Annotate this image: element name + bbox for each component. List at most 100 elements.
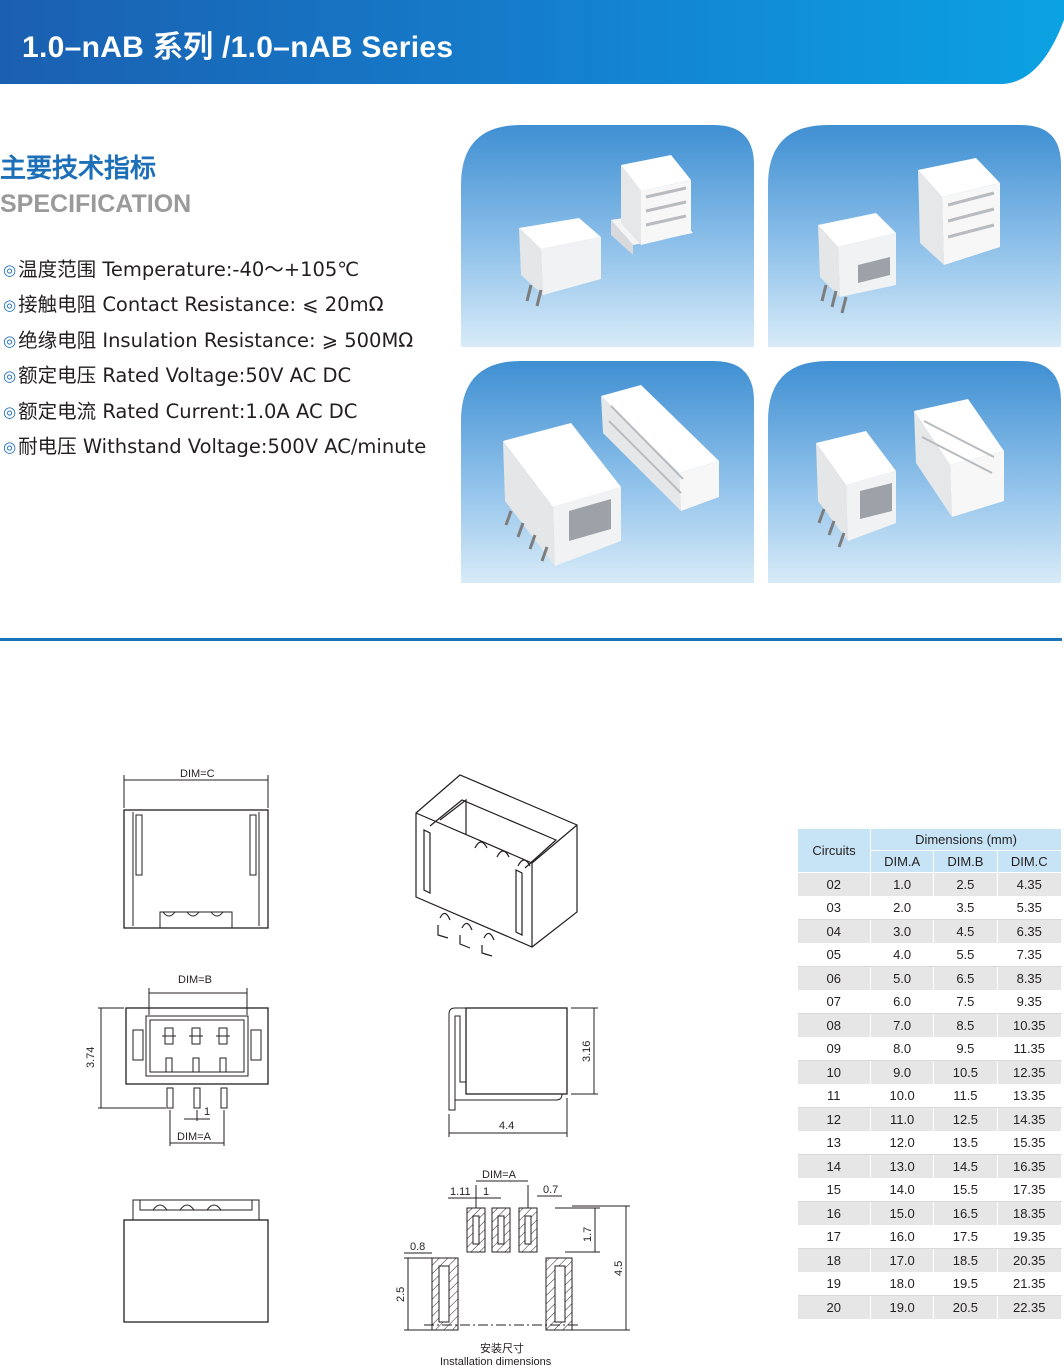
cell-dim-a: 5.0 — [870, 966, 935, 991]
install-1: 1 — [483, 1186, 489, 1198]
bottom-view — [123, 1199, 269, 1323]
cell-dim-b: 9.5 — [933, 1037, 998, 1061]
spec-item-cn: 耐电压 — [18, 434, 77, 458]
dim-3-74-label: 3.74 — [85, 1047, 97, 1068]
cell-dim-a: 18.0 — [870, 1272, 935, 1296]
install-caption-en: Installation dimensions — [440, 1356, 552, 1367]
cell-dim-b: 5.5 — [933, 943, 998, 967]
cell-dim-c: 15.35 — [997, 1131, 1062, 1155]
double-circle-icon: ◎ — [3, 437, 17, 456]
cell-dim-a: 9.0 — [870, 1060, 935, 1085]
cell-dim-b: 8.5 — [933, 1013, 998, 1038]
cell-circuits: 07 — [797, 990, 871, 1014]
cell-circuits: 13 — [797, 1131, 871, 1155]
cell-dim-c: 9.35 — [997, 990, 1062, 1014]
spec-item-cn: 额定电流 — [18, 399, 97, 423]
cell-dim-a: 19.0 — [870, 1295, 935, 1320]
cell-circuits: 08 — [797, 1013, 871, 1038]
cell-dim-b: 15.5 — [933, 1178, 998, 1202]
cell-dim-c: 21.35 — [997, 1272, 1062, 1296]
cell-dim-c: 8.35 — [997, 966, 1062, 991]
spec-item: ◎耐电压 Withstand Voltage:500V AC/minute — [3, 433, 426, 468]
page-title: 1.0–nAB 系列 /1.0–nAB Series — [22, 31, 454, 64]
cell-dim-c: 14.35 — [997, 1107, 1062, 1132]
install-0-7: 0.7 — [543, 1184, 558, 1196]
installation-view: DIM=A 1.11 1 0.7 1.7 4.5 0.8 2.5 安装尺寸 In… — [395, 1169, 630, 1367]
cell-dim-c: 22.35 — [997, 1295, 1062, 1320]
cell-dim-c: 4.35 — [997, 872, 1062, 897]
spec-item: ◎温度范围 Temperature:-40～+105℃ — [3, 256, 426, 291]
top-view: DIM=B 3.74 1 DIM=A — [85, 974, 269, 1146]
cell-dim-b: 10.5 — [933, 1060, 998, 1085]
cell-dim-b: 20.5 — [933, 1295, 998, 1320]
double-circle-icon: ◎ — [3, 296, 17, 315]
cell-circuits: 02 — [797, 872, 871, 897]
cell-circuits: 12 — [797, 1107, 871, 1132]
section-divider — [0, 638, 1062, 641]
spec-item-cn: 接触电阻 — [18, 293, 97, 317]
double-circle-icon: ◎ — [3, 331, 17, 350]
product-photo-2 — [768, 125, 1061, 347]
spec-item: ◎接触电阻 Contact Resistance: ⩽ 20mΩ — [3, 291, 426, 326]
cell-circuits: 04 — [797, 919, 871, 944]
spec-item: ◎绝缘电阻 Insulation Resistance: ⩾ 500MΩ — [3, 327, 426, 362]
spec-item-cn: 绝缘电阻 — [18, 328, 97, 352]
technical-drawings: DIM=C DIM=B — [85, 768, 630, 1367]
spec-item-cn: 额定电压 — [18, 364, 97, 388]
header-dim-c: DIM.C — [996, 850, 1062, 873]
cell-dim-a: 7.0 — [870, 1013, 935, 1038]
spec-item-cn: 温度范围 — [18, 258, 97, 281]
spec-item-en: Withstand Voltage:500V AC/minute — [82, 434, 427, 458]
cell-dim-b: 3.5 — [933, 896, 998, 920]
install-dim-a: DIM=A — [482, 1169, 517, 1181]
cell-dim-a: 16.0 — [870, 1225, 935, 1249]
cell-dim-c: 7.35 — [997, 943, 1062, 967]
cell-dim-a: 12.0 — [870, 1131, 935, 1155]
cell-dim-b: 17.5 — [933, 1225, 998, 1249]
install-1-11: 1.11 — [450, 1186, 471, 1198]
cell-dim-c: 17.35 — [997, 1178, 1062, 1202]
cell-circuits: 14 — [797, 1154, 871, 1179]
cell-dim-a: 8.0 — [870, 1037, 935, 1061]
spec-item-en: Contact Resistance: ⩽ 20mΩ — [102, 293, 384, 317]
spec-item: ◎额定电压 Rated Voltage:50V AC DC — [3, 362, 426, 397]
header-dimensions: Dimensions (mm) — [870, 828, 1062, 851]
spec-item-en: Insulation Resistance: ⩾ 500MΩ — [102, 328, 414, 352]
cell-dim-a: 4.0 — [870, 943, 935, 967]
spec-item-en: Rated Voltage:50V AC DC — [102, 364, 352, 388]
spec-heading-en: SPECIFICATION — [0, 190, 192, 218]
cell-dim-b: 16.5 — [933, 1201, 998, 1226]
cell-circuits: 15 — [797, 1178, 871, 1202]
header-dim-b: DIM.B — [933, 850, 998, 873]
double-circle-icon: ◎ — [3, 367, 17, 386]
cell-dim-a: 1.0 — [870, 872, 935, 897]
header-banner: 1.0–nAB 系列 /1.0–nAB Series — [0, 0, 1064, 86]
cell-dim-a: 2.0 — [870, 896, 935, 920]
dim-a-label: DIM=A — [177, 1131, 212, 1143]
install-caption-cn: 安装尺寸 — [480, 1341, 524, 1355]
cell-circuits: 03 — [797, 896, 871, 920]
install-0-8: 0.8 — [410, 1241, 425, 1253]
dim-c-label: DIM=C — [180, 768, 215, 780]
cell-dim-c: 12.35 — [997, 1060, 1062, 1085]
dim-4-4-label: 4.4 — [499, 1120, 514, 1132]
double-circle-icon: ◎ — [3, 261, 17, 279]
cell-dim-b: 7.5 — [933, 990, 998, 1014]
cell-dim-c: 19.35 — [997, 1225, 1062, 1249]
dim-3-16-label: 3.16 — [581, 1041, 593, 1062]
cell-dim-c: 20.35 — [997, 1248, 1062, 1273]
cell-dim-a: 13.0 — [870, 1154, 935, 1179]
install-4-5: 4.5 — [613, 1261, 625, 1276]
